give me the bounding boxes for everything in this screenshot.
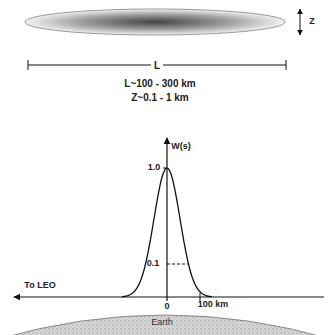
w-axis <box>166 138 167 301</box>
dimension-tick <box>286 60 287 70</box>
distance-label: 100 km <box>198 300 229 310</box>
length-range: L~100 - 300 km <box>124 78 195 89</box>
level-line <box>167 264 188 265</box>
level-value: 0.1 <box>147 259 160 269</box>
peak-value: 1.0 <box>148 163 161 173</box>
thickness-range: Z~0.1 - 1 km <box>131 92 189 103</box>
earth-surface <box>0 315 329 335</box>
dimension-tick <box>28 60 29 70</box>
ray-path <box>14 296 324 297</box>
origin-label: 0 <box>164 302 169 312</box>
thickness-arrow <box>300 9 301 35</box>
direction-label: To LEO <box>24 281 55 291</box>
axis-label: W(s) <box>171 142 191 152</box>
thickness-label: Z <box>309 17 315 27</box>
irregularity-ellipse <box>25 9 285 35</box>
weighting-curve <box>122 168 212 297</box>
length-label: L <box>151 60 163 71</box>
earth-label: Earth <box>151 318 173 328</box>
